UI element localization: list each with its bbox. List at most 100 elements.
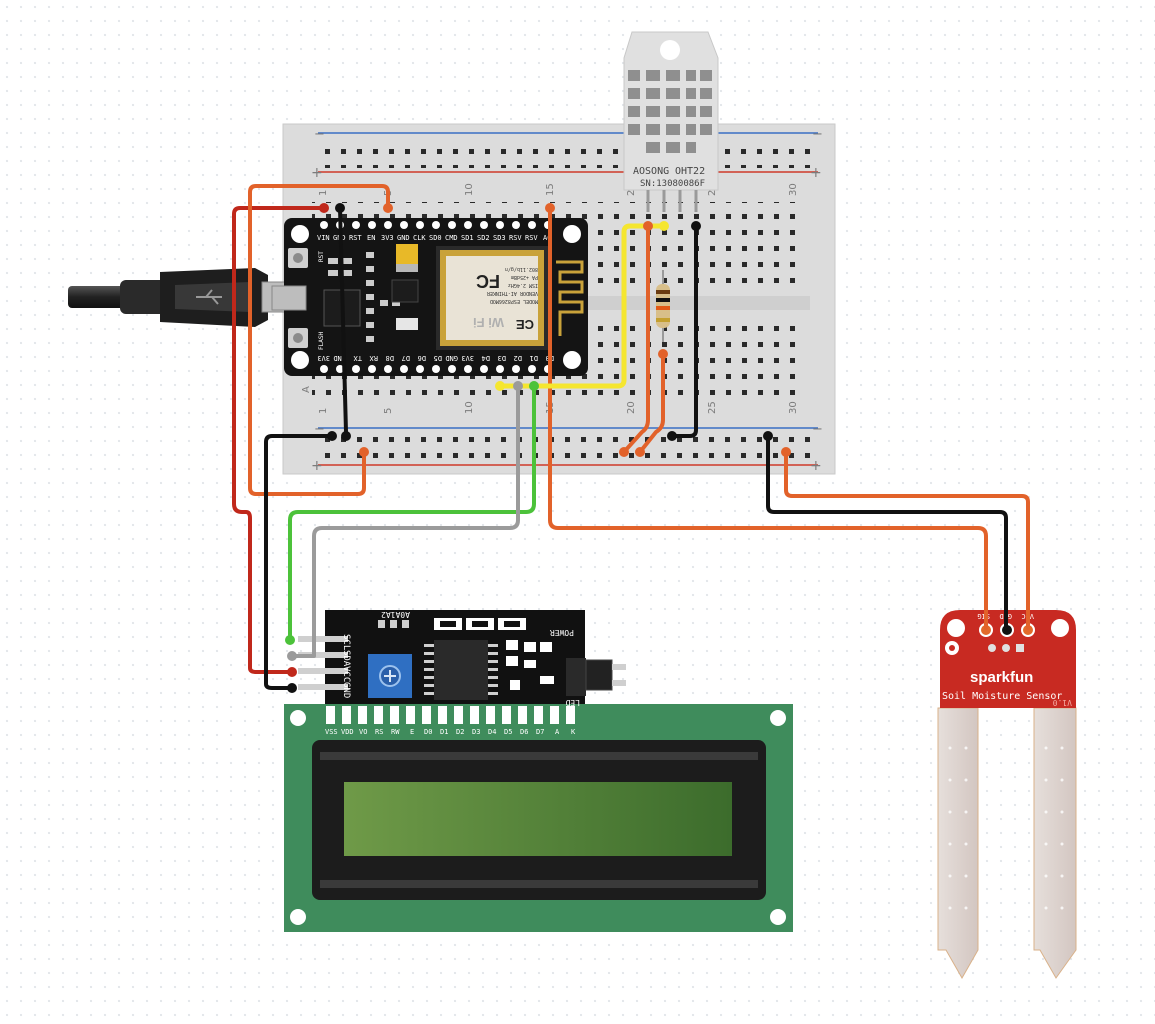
pin-d3: D3 <box>498 354 506 362</box>
rail-plus-label-bottom: + <box>311 458 323 474</box>
micro-usb-port <box>271 285 307 311</box>
backpack-pin-sda: SDA <box>341 650 351 667</box>
pin-d4: D4 <box>482 354 490 362</box>
lcd-pin-e: E <box>410 728 414 736</box>
wifi-logo: Wi Fi <box>473 315 504 330</box>
pin-gnd-b: GND <box>333 354 346 362</box>
pin-cmd: CMD <box>445 234 458 242</box>
backpack-pin-scl: SCL <box>341 634 351 650</box>
backpack-addr-label: A0A1A2 <box>381 610 410 619</box>
sparkfun-logo: sparkfun <box>970 669 1033 686</box>
soil-moisture-sensor: SIG GND VCC sparkfun Soil Moisture Senso… <box>937 610 1077 980</box>
lcd-pin-d3: D3 <box>472 728 480 736</box>
bb-col-5-b: 5 <box>383 408 394 414</box>
backpack-power-label: POWER <box>550 628 574 637</box>
bb-col-25-b: 25 <box>707 401 718 414</box>
lcd-pin-a: A <box>555 728 560 736</box>
pin-d1: D1 <box>530 354 538 362</box>
soil-sensor-title: Soil Moisture Sensor <box>942 691 1062 702</box>
pin-gnd-b2: GND <box>445 354 458 362</box>
backpack-led-label: LED <box>565 698 580 707</box>
pin-3v3-b2: 3V3 <box>461 354 474 362</box>
dht22-model: OHT22 <box>675 166 705 177</box>
pin-en: EN <box>367 234 375 242</box>
lcd-pin-vss: VSS <box>325 728 338 736</box>
pin-tx: TX <box>353 354 362 362</box>
pin-d6: D6 <box>418 354 426 362</box>
esp8266-module: FC 802.11b/g/n PA +25dBm ISM 2.4GHz VEND… <box>436 246 548 350</box>
lcd-pin-d6: D6 <box>520 728 528 736</box>
bb-col-10-b: 10 <box>464 401 475 414</box>
rst-button[interactable] <box>288 248 308 268</box>
pin-rsv-1: RSV <box>509 234 522 242</box>
wire-green-scl <box>288 384 536 642</box>
pin-clk: CLK <box>413 234 426 242</box>
wire-black-gnd-rail <box>338 206 348 434</box>
bb-col-20-b: 20 <box>626 401 637 414</box>
pin-sd1: SD1 <box>461 234 474 242</box>
bb-col-10: 10 <box>464 183 475 196</box>
lcd-pin-rs: RS <box>375 728 383 736</box>
wire-orange-dht-vcc <box>622 224 650 454</box>
rail-minus-label-bottom-right: − <box>812 422 823 437</box>
pin-a0: A0 <box>543 234 551 242</box>
flash-button[interactable] <box>288 328 308 348</box>
wire-black-rail-gnd <box>264 434 334 690</box>
pin-vin: VIN <box>317 234 330 242</box>
esp-model: MODEL ESP8266MOD <box>490 298 538 304</box>
esp-ism: ISM 2.4GHz <box>508 282 538 288</box>
nodemcu-board: VIN GND RST EN 3V3 GND CLK SD0 CMD SD1 S… <box>271 218 588 376</box>
pin-gnd-2: GND <box>397 234 410 242</box>
usb-cable <box>68 268 303 327</box>
dht22-serial: SN:13080086F <box>640 179 705 189</box>
esp-std: 802.11b/g/n <box>505 266 538 272</box>
pin-rst: RST <box>349 234 362 242</box>
wires <box>232 184 1030 690</box>
rail-minus-label-bottom: − <box>314 422 325 437</box>
ce-logo: CE <box>516 317 534 332</box>
wire-orange-a0-sig <box>548 206 988 630</box>
wire-yellow-data <box>497 223 667 389</box>
backpack-pin-vcc: VCC <box>341 666 351 682</box>
fcc-logo: FC <box>476 271 500 291</box>
wire-red-vin-vcc <box>232 206 326 674</box>
rail-plus-label: + <box>311 165 323 181</box>
bb-col-15: 15 <box>545 183 556 196</box>
rail-plus-label-bottom-right: + <box>810 458 822 474</box>
soil-sensor-version: V1.0 <box>1053 698 1072 707</box>
soil-pin-sig: SIG <box>977 612 990 620</box>
antenna-trace <box>556 260 584 336</box>
bb-col-1-b: 1 <box>318 408 329 414</box>
resistor <box>656 270 670 342</box>
lcd-screen <box>344 782 732 856</box>
wire-orange-soil-vcc <box>784 450 1030 630</box>
pin-sd2: SD2 <box>477 234 490 242</box>
bb-col-30-b: 30 <box>788 401 799 414</box>
lcd-pin-d4: D4 <box>488 728 496 736</box>
lcd-pin-vdd: VDD <box>341 728 354 736</box>
pin-3v3-b: 3V3 <box>317 354 330 362</box>
pin-rx: RX <box>369 354 378 362</box>
wire-black-soil-gnd <box>766 434 1008 630</box>
lcd-pin-d0: D0 <box>424 728 432 736</box>
esp-vendor: VENDOR AI-THINKER <box>486 290 538 296</box>
pin-d8: D8 <box>386 354 394 362</box>
lcd-pin-rw: RW <box>391 728 400 736</box>
pcf8574-chip <box>434 640 488 700</box>
wire-ends <box>285 203 791 693</box>
pin-d5: D5 <box>434 354 442 362</box>
backpack-pin-gnd: GND <box>341 682 351 698</box>
lcd-pin-d1: D1 <box>440 728 448 736</box>
contrast-potentiometer[interactable] <box>368 654 412 698</box>
gear-icon <box>945 641 959 655</box>
pin-d7: D7 <box>402 354 410 362</box>
dht22-brand: AOSONG <box>633 166 669 177</box>
flash-button-label: FLASH <box>318 332 325 350</box>
led-jumper[interactable] <box>585 659 613 691</box>
pin-sd3: SD3 <box>493 234 506 242</box>
rail-minus-label-right: − <box>812 127 823 142</box>
pin-sd0: SD0 <box>429 234 442 242</box>
i2c-backpack: A0A1A2 POWER SCL SDA VCC GND <box>298 610 626 707</box>
lcd-pin-d7: D7 <box>536 728 544 736</box>
